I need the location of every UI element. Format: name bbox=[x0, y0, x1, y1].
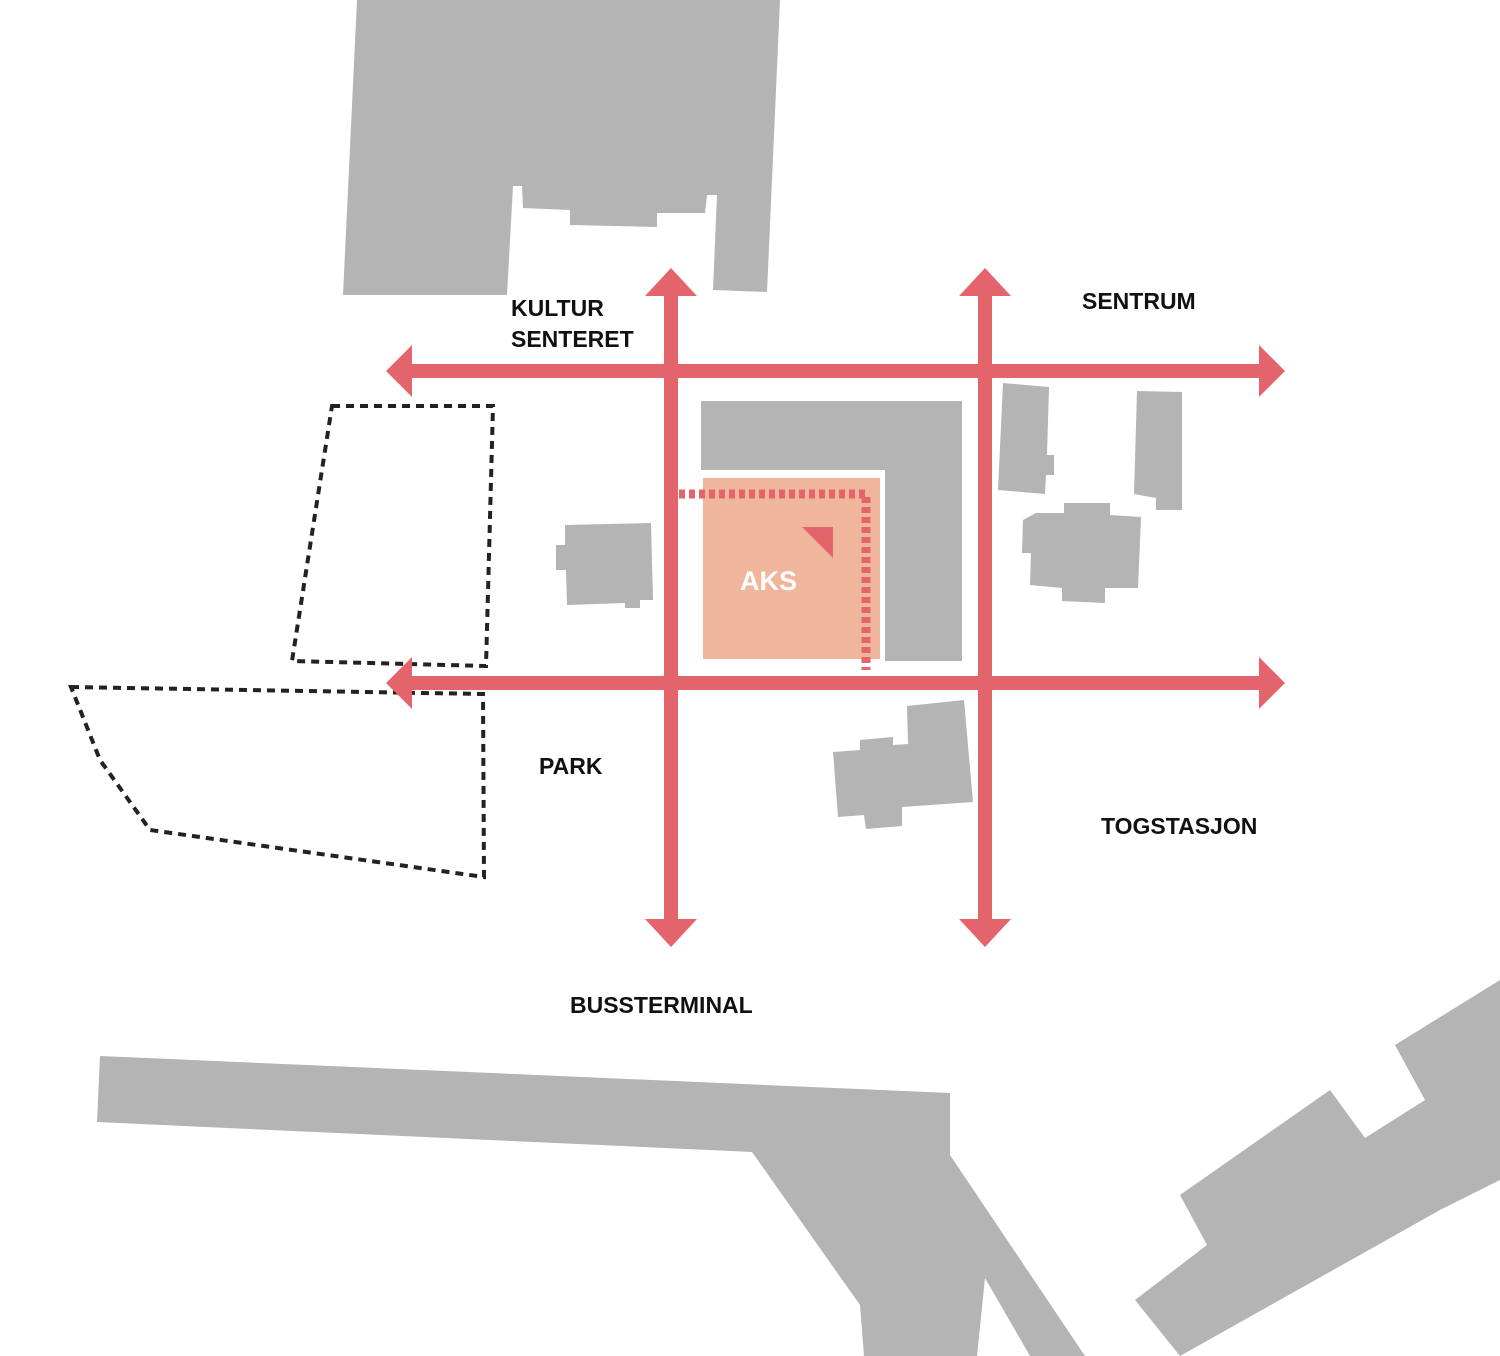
site-aks: AKS bbox=[679, 478, 880, 670]
building-east-1 bbox=[998, 383, 1054, 494]
label-park: PARK bbox=[539, 753, 603, 779]
label-senteret: SENTERET bbox=[511, 326, 634, 352]
building-kultursenteret bbox=[343, 0, 780, 295]
dotted-outline-north bbox=[289, 404, 496, 669]
building-east-2 bbox=[1134, 391, 1182, 510]
building-east-3 bbox=[1022, 503, 1141, 603]
building-togstasjon bbox=[1135, 980, 1500, 1356]
arrowhead-south-east bbox=[1259, 657, 1285, 709]
site-aks-label: AKS bbox=[740, 566, 797, 596]
axis-east-vertical bbox=[978, 290, 992, 925]
site-aks-corner-marker bbox=[802, 527, 833, 558]
arrowhead-east-north bbox=[959, 268, 1011, 296]
axis-west-vertical bbox=[664, 290, 678, 925]
label-kultur: KULTUR bbox=[511, 295, 604, 321]
axis-north-horizontal bbox=[408, 364, 1262, 378]
site-aks-area bbox=[703, 478, 880, 659]
arrowhead-north-west bbox=[386, 345, 412, 397]
building-bussterminal bbox=[97, 1056, 1085, 1356]
axis-south-horizontal bbox=[408, 676, 1262, 690]
label-bussterminal: BUSSTERMINAL bbox=[570, 992, 753, 1018]
place-labels: KULTUR SENTERET SENTRUM PARK TOGSTASJON … bbox=[511, 288, 1257, 1018]
building-southeast bbox=[833, 700, 973, 829]
arrowhead-east-south bbox=[959, 919, 1011, 947]
arrowhead-north-east bbox=[1259, 345, 1285, 397]
arrowhead-west-south bbox=[645, 919, 697, 947]
site-aks-dotted-edge bbox=[679, 489, 871, 670]
dotted-outline-south bbox=[68, 684, 487, 880]
label-togstasjon: TOGSTASJON bbox=[1101, 813, 1257, 839]
buildings bbox=[97, 0, 1500, 1356]
building-west bbox=[556, 523, 653, 608]
arrowhead-south-west bbox=[386, 657, 412, 709]
label-sentrum: SENTRUM bbox=[1082, 288, 1196, 314]
building-l-shape bbox=[701, 401, 962, 661]
park-outlines bbox=[68, 404, 496, 880]
axes bbox=[386, 268, 1285, 947]
arrowhead-west-north bbox=[645, 268, 697, 296]
